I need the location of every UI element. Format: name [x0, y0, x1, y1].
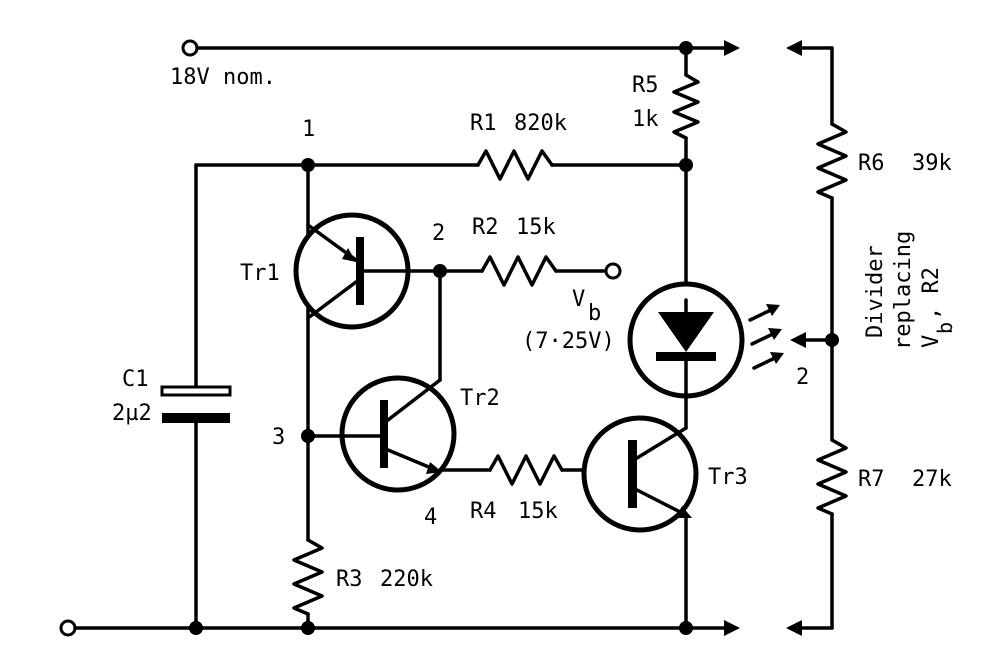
c1-plate-top: [160, 385, 232, 397]
resistor-r5: R5 1k: [632, 46, 700, 167]
positive-rail-arrow: [724, 40, 740, 56]
positive-rail: [181, 39, 740, 57]
r7-name: R7: [858, 467, 885, 492]
tr3-base-bar: [628, 440, 637, 508]
resistor-r1: R1 820k: [194, 111, 693, 181]
r4-value: 15k: [518, 499, 558, 524]
r3-name: R3: [336, 567, 363, 592]
tr1-emitter-arrow: [342, 248, 356, 262]
divider-top-arrow: [786, 40, 802, 56]
node-2-label: 2: [432, 221, 445, 246]
led: [627, 163, 784, 399]
vb-symbol: V: [572, 287, 585, 312]
r7-value: 27k: [912, 467, 952, 492]
divider-network: R6 39k R7 27k 2: [786, 40, 952, 636]
r1-value: 820k: [514, 111, 567, 136]
divider-tap-arrow: [790, 332, 806, 348]
led-triangle: [658, 312, 714, 352]
tr2-base-bar: [380, 400, 388, 468]
divider-caption-line1: Divider: [863, 245, 888, 338]
r5-name: R5: [632, 73, 659, 98]
divider-node-2-label: 2: [796, 365, 809, 390]
resistor-r2: R2 15k: [433, 215, 622, 287]
r6-value: 39k: [912, 151, 952, 176]
tr1-name: Tr1: [240, 261, 280, 286]
r2-name: R2: [472, 215, 499, 240]
tr3-name: Tr3: [708, 465, 748, 490]
r2-value: 15k: [516, 215, 556, 240]
vb-value: (7·25V): [522, 329, 615, 354]
transistor-tr2: Tr2: [306, 375, 500, 493]
negative-rail-arrow: [724, 620, 740, 636]
c1-value: 2µ2: [112, 401, 152, 426]
r3-value: 220k: [380, 567, 433, 592]
node-3-label: 3: [272, 425, 285, 450]
divider-caption-v: V: [919, 335, 944, 348]
resistor-r3: R3 220k: [292, 538, 433, 630]
r6-name: R6: [858, 151, 885, 176]
positive-terminal: [181, 39, 199, 57]
r5-value: 1k: [632, 107, 659, 132]
transistor-tr1: Tr1: [240, 212, 442, 330]
divider-caption-sub: b: [933, 322, 957, 334]
tr3-emitter-arrow: [676, 506, 692, 518]
divider-bottom-arrow: [786, 620, 802, 636]
capacitor-c1: C1 2µ2: [112, 163, 232, 630]
node-1-label: 1: [302, 117, 315, 142]
transistor-tr3: Tr3: [581, 394, 748, 630]
tr2-emitter-arrow: [426, 462, 442, 474]
r4-name: R4: [470, 499, 497, 524]
tr2-name: Tr2: [460, 386, 500, 411]
led-cathode-bar: [656, 352, 716, 361]
node-4-label: 4: [424, 505, 437, 530]
negative-rail: [59, 619, 740, 637]
divider-caption-rest: , R2: [919, 267, 944, 320]
c1-name: C1: [122, 367, 149, 392]
vb-terminal: [604, 262, 622, 280]
divider-caption-line2: replacing: [891, 231, 916, 350]
light-emission-arrows: [748, 304, 784, 370]
vb-subscript: b: [588, 301, 601, 326]
c1-plate-bottom: [162, 413, 230, 423]
supply-label: 18V nom.: [170, 65, 276, 90]
r1-name: R1: [470, 111, 497, 136]
negative-terminal: [59, 619, 77, 637]
divider-caption: Divider replacing V b , R2: [863, 231, 957, 350]
